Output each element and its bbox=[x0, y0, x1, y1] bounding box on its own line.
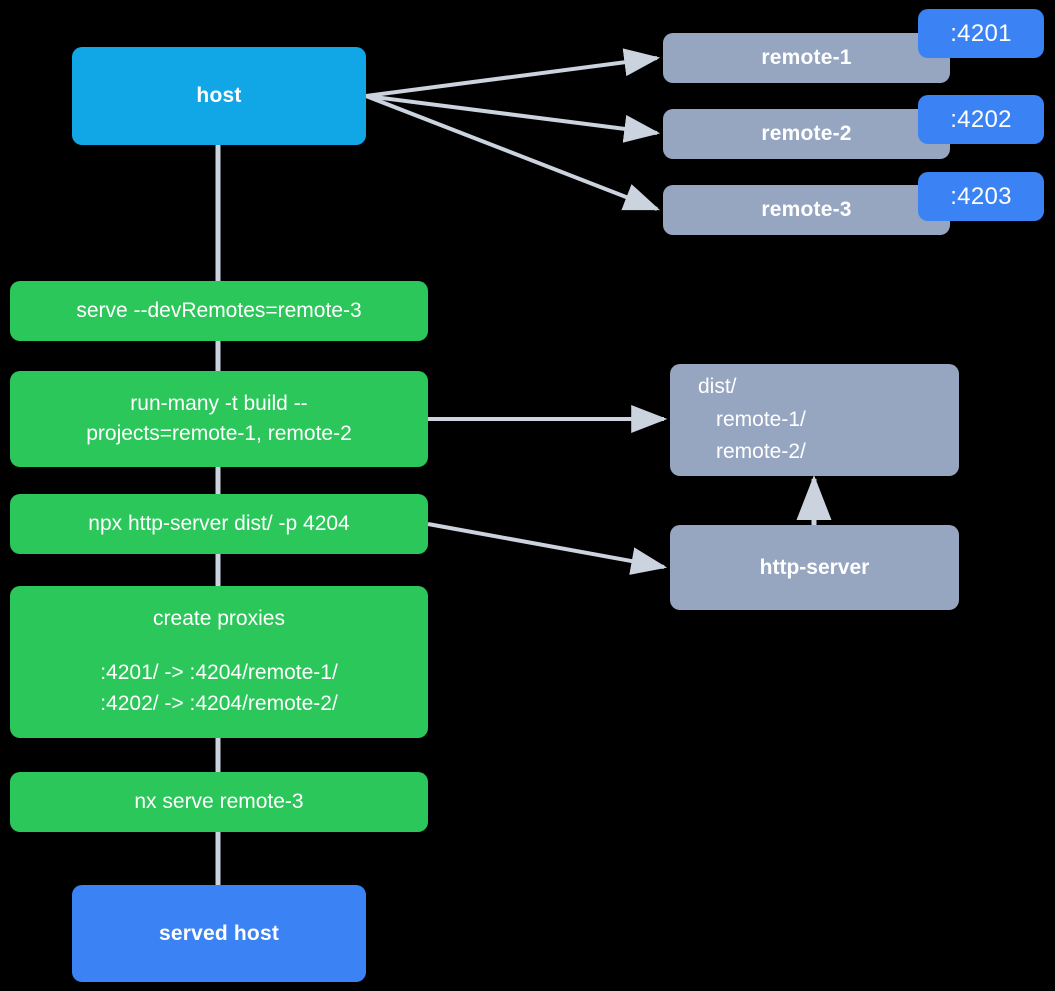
node-remote-1[interactable]: remote-1 bbox=[663, 33, 950, 83]
badge-port-4203-label: :4203 bbox=[950, 182, 1012, 210]
edge-host-to-remote-1 bbox=[365, 48, 661, 98]
node-command-serve-devremotes-label: serve --devRemotes=remote-3 bbox=[76, 299, 362, 323]
node-command-run-many-line1: run-many -t build -- bbox=[130, 392, 308, 416]
node-dist-line3: remote-2/ bbox=[716, 440, 806, 464]
node-dist-line2: remote-1/ bbox=[716, 407, 806, 431]
badge-port-4202-label: :4202 bbox=[950, 105, 1012, 133]
node-command-create-proxies[interactable]: create proxies :4201/ -> :4204/remote-1/… bbox=[10, 586, 428, 738]
badge-port-4202: :4202 bbox=[918, 95, 1044, 144]
badge-port-4203: :4203 bbox=[918, 172, 1044, 221]
node-remote-2-label: remote-2 bbox=[761, 122, 852, 146]
node-command-create-proxies-line1: :4201/ -> :4204/remote-1/ bbox=[100, 661, 338, 685]
node-command-create-proxies-line2: :4202/ -> :4204/remote-2/ bbox=[100, 691, 338, 715]
node-host[interactable]: host bbox=[72, 47, 366, 145]
node-remote-2[interactable]: remote-2 bbox=[663, 109, 950, 159]
node-dist[interactable]: dist/ remote-1/ remote-2/ bbox=[670, 364, 959, 476]
node-command-create-proxies-title: create proxies bbox=[153, 606, 285, 630]
node-served-host[interactable]: served host bbox=[72, 885, 366, 982]
edge-npx-to-http-server bbox=[427, 522, 668, 575]
node-command-npx-http-server-label: npx http-server dist/ -p 4204 bbox=[88, 512, 350, 536]
node-remote-3-label: remote-3 bbox=[761, 198, 852, 222]
node-remote-3[interactable]: remote-3 bbox=[663, 185, 950, 235]
node-command-serve-devremotes[interactable]: serve --devRemotes=remote-3 bbox=[10, 281, 428, 341]
node-command-run-many[interactable]: run-many -t build -- projects=remote-1, … bbox=[10, 371, 428, 467]
badge-port-4201-label: :4201 bbox=[950, 19, 1012, 47]
badge-port-4201: :4201 bbox=[918, 9, 1044, 58]
node-command-nx-serve-remote-3[interactable]: nx serve remote-3 bbox=[10, 772, 428, 832]
node-command-run-many-line2: projects=remote-1, remote-2 bbox=[86, 422, 352, 445]
node-command-nx-serve-remote-3-label: nx serve remote-3 bbox=[134, 790, 304, 814]
edge-host-to-remote-3 bbox=[365, 94, 660, 211]
node-host-label: host bbox=[196, 84, 242, 108]
edge-host-to-remote-2 bbox=[365, 94, 661, 143]
node-remote-1-label: remote-1 bbox=[761, 46, 852, 70]
node-command-npx-http-server[interactable]: npx http-server dist/ -p 4204 bbox=[10, 494, 428, 554]
node-served-host-label: served host bbox=[158, 921, 280, 945]
node-http-server[interactable]: http-server bbox=[670, 525, 959, 610]
node-dist-line1: dist/ bbox=[698, 375, 737, 399]
node-http-server-label: http-server bbox=[759, 555, 870, 579]
